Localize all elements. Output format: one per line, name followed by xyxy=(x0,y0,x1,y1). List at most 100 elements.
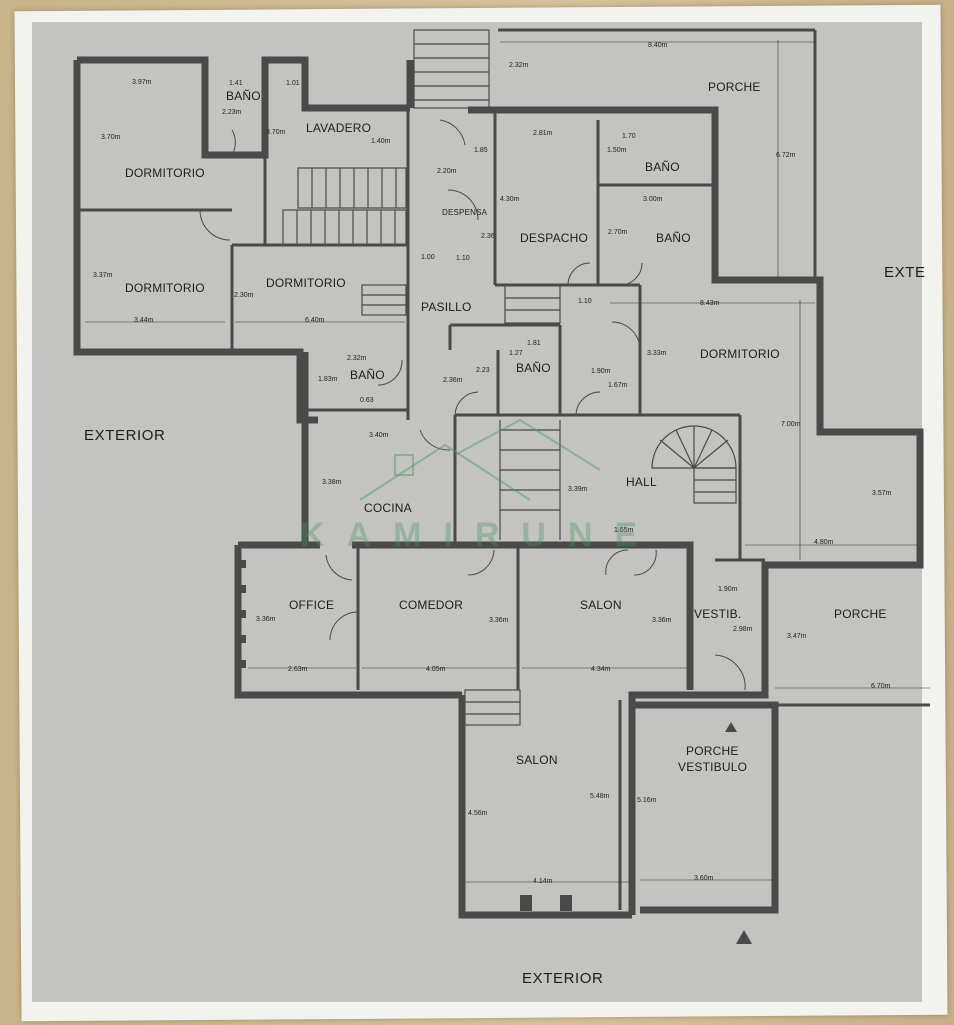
dimension-label: 0.63 xyxy=(360,397,374,404)
dimension-label: 2.70m xyxy=(608,229,628,236)
entrance-marker xyxy=(725,722,737,732)
door-swing xyxy=(714,654,746,691)
dimension-label: 3.60m xyxy=(694,875,714,882)
dimension-label: 2.63m xyxy=(288,666,308,673)
door-swing xyxy=(439,119,466,146)
window-mark xyxy=(238,610,246,618)
dimension-label: 3.70m xyxy=(266,129,286,136)
dimension-label: 6.70m xyxy=(871,683,891,690)
room-label-bano: BAÑO xyxy=(516,361,551,375)
dimension-label: 1.40m xyxy=(371,138,391,145)
door-swing xyxy=(567,262,591,286)
exterior-label: EXTERIOR xyxy=(84,427,166,444)
window-mark xyxy=(238,585,246,593)
room-label-dormitorio: DORMITORIO xyxy=(700,347,780,361)
door-swing xyxy=(633,549,657,576)
dimension-label: 2.30m xyxy=(234,292,254,299)
dimension-label: 1.50m xyxy=(607,147,627,154)
spiral-stair xyxy=(651,425,737,469)
dimension-label: 6.40m xyxy=(305,317,325,324)
door-swing xyxy=(611,321,641,351)
dimension-label: 3.36m xyxy=(652,617,672,624)
stair-block xyxy=(297,167,407,209)
wall xyxy=(352,541,694,690)
room-label-pasillo: PASILLO xyxy=(421,300,472,314)
dimension-label: 5.16m xyxy=(637,797,657,804)
stair-block xyxy=(464,689,521,726)
dimension-label: 3.39m xyxy=(568,486,588,493)
door-swing xyxy=(199,209,231,241)
room-label-bano: BAÑO xyxy=(226,89,261,103)
dimension-label: 1.65m xyxy=(614,527,634,534)
dimension-label: 4.34m xyxy=(591,666,611,673)
room-label-despensa: DESPENSA xyxy=(442,208,488,217)
dimension-label: 1.83m xyxy=(318,376,338,383)
room-label-dormitorio: DORMITORIO xyxy=(125,166,205,180)
dimension-label: 1.85 xyxy=(474,147,488,154)
window-mark xyxy=(238,635,246,643)
dimension-label: 3.36m xyxy=(256,616,276,623)
dimension-label: 1.00 xyxy=(421,254,435,261)
door-swing xyxy=(325,554,353,581)
room-label-salon: SALON xyxy=(516,753,558,767)
dimension-label: 3.36m xyxy=(489,617,509,624)
door-swing xyxy=(575,391,601,416)
dimension-label: 3.57m xyxy=(872,490,892,497)
stair-lines xyxy=(296,43,561,715)
room-label-lavadero: LAVADERO xyxy=(306,121,372,135)
stair-block xyxy=(413,29,490,109)
dimension-label: 8.43m xyxy=(700,300,720,307)
window-mark xyxy=(560,895,572,911)
door-swing xyxy=(447,189,479,221)
dimension-label: 8.40m xyxy=(648,42,668,49)
dimension-label: 2.23m xyxy=(222,109,242,116)
dimension-label: 1.10 xyxy=(456,255,470,262)
dimension-label: 6.72m xyxy=(776,152,796,159)
door-swing xyxy=(419,429,451,451)
door-swing xyxy=(467,549,495,576)
dimension-label: 2.98m xyxy=(733,626,753,633)
dimension-label: 4.30m xyxy=(500,196,520,203)
room-label-porche: PORCHE xyxy=(834,607,887,621)
dimension-label: 4.80m xyxy=(814,539,834,546)
dimension-label: 1.01 xyxy=(286,80,300,87)
room-label-bano: BAÑO xyxy=(656,231,691,245)
window-mark xyxy=(238,560,246,568)
room-label-hall: HALL xyxy=(626,475,657,489)
wall xyxy=(632,701,779,914)
stair-block xyxy=(504,284,561,324)
dimension-label: 2.32m xyxy=(509,62,529,69)
dimension-label: 3.97m xyxy=(132,79,152,86)
dimension-label: 1.27 xyxy=(509,350,523,357)
room-label-porche-vestibulo: PORCHE xyxy=(686,744,739,758)
dimension-label: 1.41 xyxy=(229,80,243,87)
dimension-label: 3.33m xyxy=(647,350,667,357)
stair-block xyxy=(693,467,737,504)
dimension-label: 3.44m xyxy=(134,317,154,324)
window-mark xyxy=(520,895,532,911)
room-label-despacho: DESPACHO xyxy=(520,231,589,245)
dimension-label: 3.47m xyxy=(787,633,807,640)
dimension-label: 2.36m xyxy=(443,377,463,384)
entrance-marker xyxy=(736,930,752,944)
wall xyxy=(77,56,410,159)
dimension-label: 1.67m xyxy=(608,382,628,389)
room-label-dormitorio: DORMITORIO xyxy=(266,276,346,290)
watermark-brand: KAMIRUNE xyxy=(300,516,660,554)
room-label-porche-vestibulo: VESTIBULO xyxy=(678,760,748,774)
stair-block xyxy=(282,209,407,246)
dimension-label: 1.10 xyxy=(578,298,592,305)
dimension-label: 3.70m xyxy=(101,134,121,141)
door-swing xyxy=(454,391,479,416)
room-label-office: OFFICE xyxy=(289,598,335,612)
exterior-label: EXTERIOR xyxy=(522,970,604,987)
dimension-label: 5.48m xyxy=(590,793,610,800)
room-label-bano: BAÑO xyxy=(645,160,680,174)
dimension-label: 3.38m xyxy=(322,479,342,486)
wall xyxy=(73,60,318,424)
stair-block xyxy=(361,284,407,316)
dimension-label: 3.00m xyxy=(643,196,663,203)
room-label-salon: SALON xyxy=(580,598,622,612)
door-swing xyxy=(377,359,403,386)
